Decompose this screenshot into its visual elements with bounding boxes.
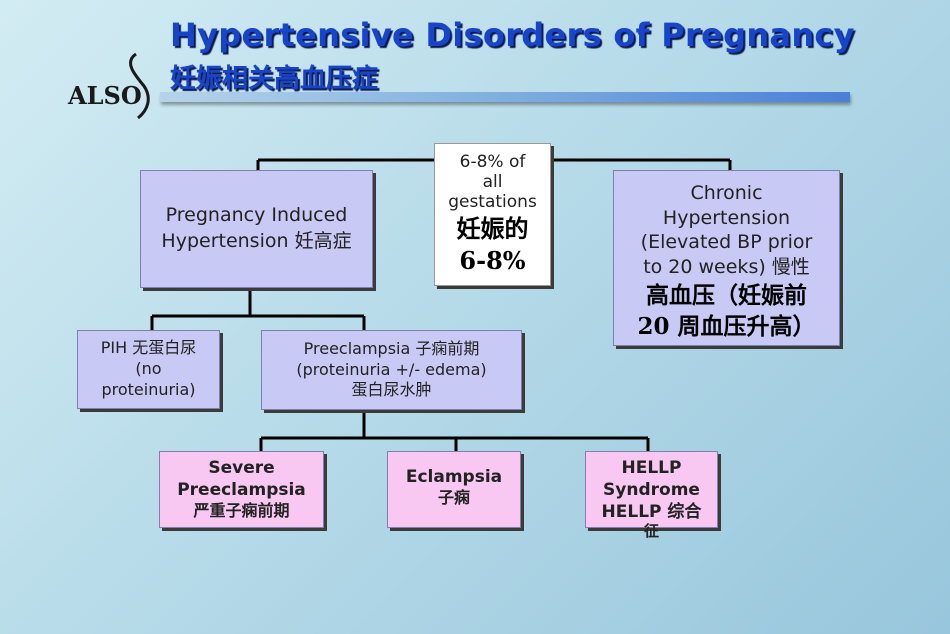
- prevalence-line-5: 6-8%: [459, 246, 526, 276]
- eclampsia-box: Eclampsia 子痫: [387, 451, 521, 528]
- severe-line-2: Preeclampsia: [177, 480, 306, 501]
- preeclampsia-box: Preeclampsia 子痫前期 (proteinuria +/- edema…: [261, 330, 522, 410]
- prevalence-line-2: all: [482, 171, 503, 192]
- chronic-line-5: 高血压（妊娠前: [645, 281, 807, 309]
- eclampsia-line-2: 子痫: [437, 488, 470, 508]
- title-underline-bar: [160, 92, 850, 102]
- pih-noprotein-line-1: PIH 无蛋白尿: [100, 338, 197, 358]
- severe-line-1: Severe: [208, 458, 275, 478]
- hellp-line-1: HELLP: [621, 458, 682, 478]
- hellp-syndrome-box: HELLP Syndrome HELLP 综合 征: [585, 451, 718, 539]
- pih-noprotein-line-2: (no: [135, 359, 162, 379]
- chronic-line-3: (Elevated BP prior: [640, 231, 813, 254]
- pregnancy-induced-hypertension-box: Pregnancy Induced Hypertension 妊高症: [140, 170, 373, 288]
- chronic-hypertension-box: Chronic Hypertension (Elevated BP prior …: [613, 170, 840, 346]
- logo-swoosh: [129, 52, 150, 120]
- prevalence-box: 6-8% of all gestations 妊娠的 6-8%: [434, 143, 551, 286]
- pih-no-proteinuria-box: PIH 无蛋白尿 (no proteinuria): [77, 330, 220, 409]
- hellp-line-2: Syndrome: [603, 480, 700, 501]
- prevalence-line-4: 妊娠的: [456, 213, 529, 243]
- prevalence-line-1: 6-8% of: [459, 151, 526, 172]
- chronic-line-4: to 20 weeks) 慢性: [643, 256, 810, 279]
- chronic-line-2: Hypertension: [662, 206, 791, 229]
- chronic-line-6: 20 周血压升高）: [637, 312, 816, 340]
- severe-line-3: 严重子痫前期: [193, 501, 290, 521]
- preeclampsia-line-2: (proteinuria +/- edema): [296, 359, 487, 379]
- preeclampsia-line-3: 蛋白尿水肿: [351, 380, 432, 400]
- prevalence-line-3: gestations: [448, 192, 537, 213]
- hellp-line-3: HELLP 综合: [601, 502, 702, 523]
- also-logo: ALSO: [67, 52, 150, 120]
- slide-subtitle: 妊娠相关高血压症: [170, 64, 379, 94]
- pih-line-2: Hypertension 妊高症: [161, 230, 352, 252]
- chronic-line-1: Chronic: [690, 182, 763, 204]
- severe-preeclampsia-box: Severe Preeclampsia 严重子痫前期: [159, 451, 324, 528]
- logo-text: ALSO: [67, 81, 142, 110]
- pih-noprotein-line-3: proteinuria): [101, 379, 196, 399]
- hellp-line-4: 征: [643, 522, 659, 541]
- eclampsia-line-1: Eclampsia: [405, 467, 503, 487]
- pih-line-1: Pregnancy Induced: [165, 204, 348, 227]
- preeclampsia-line-1: Preeclampsia 子痫前期: [303, 338, 480, 358]
- slide-title: Hypertensive Disorders of Pregnancy: [170, 16, 855, 54]
